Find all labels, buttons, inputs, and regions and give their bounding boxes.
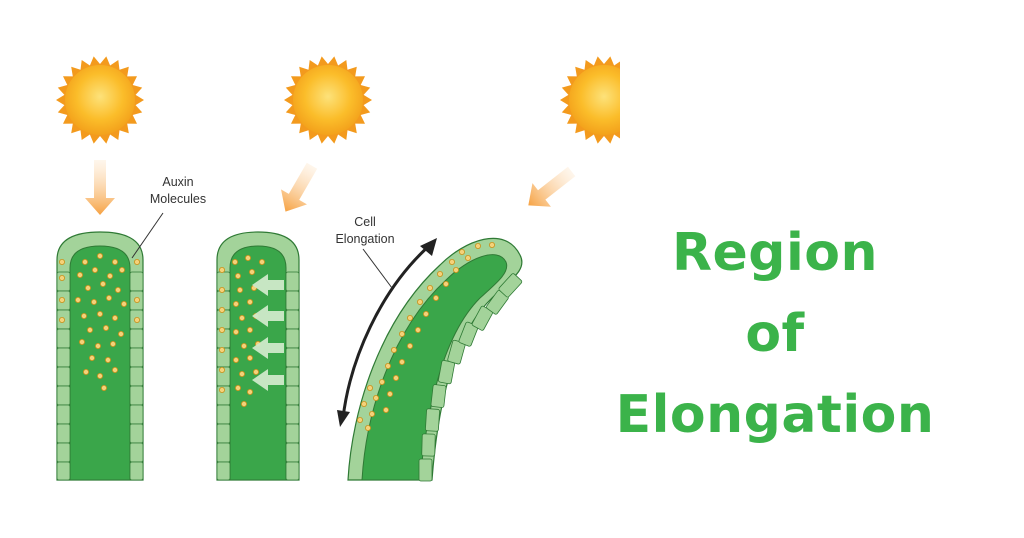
phototropism-diagram: Auxin Molecules Cell Elongation [56, 56, 620, 482]
cell-label-line2: Elongation [335, 232, 394, 246]
cell-leader-line [362, 248, 393, 289]
light-arrow-icon [281, 162, 318, 212]
auxin-label-line2: Molecules [150, 192, 206, 206]
stem-bent [347, 237, 523, 482]
sun-icon [560, 56, 620, 144]
stem-auxin-shifted [216, 231, 300, 481]
title-line-1: Region [671, 223, 879, 283]
light-arrow-icon [85, 160, 115, 215]
title-line-3: Elongation [615, 385, 935, 445]
cell-label-line1: Cell [354, 215, 376, 229]
auxin-molecules [356, 241, 495, 431]
auxin-leader-line [131, 212, 164, 259]
auxin-molecules [218, 254, 265, 407]
stem-straight-left [56, 231, 144, 481]
auxin-push-arrows [252, 274, 284, 391]
auxin-label-line1: Auxin [162, 175, 193, 189]
sun-icon [284, 56, 372, 144]
title-line-2: of [745, 304, 805, 364]
auxin-molecules [59, 252, 140, 391]
double-headed-arrow-icon [337, 238, 437, 427]
light-arrow-icon [528, 166, 576, 207]
sun-icon [56, 56, 144, 144]
